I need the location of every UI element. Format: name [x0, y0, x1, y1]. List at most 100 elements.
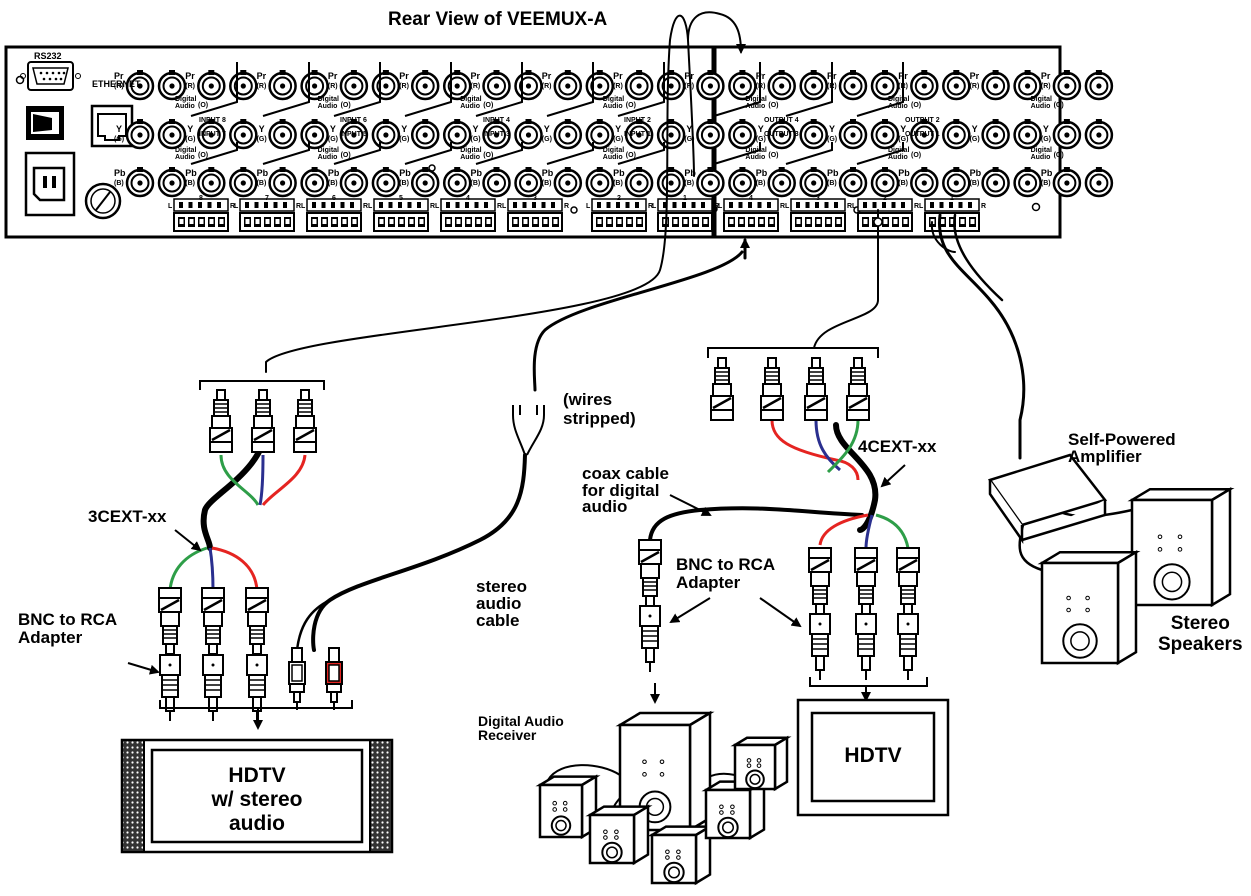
bnc-jack-icon[interactable] [1084, 119, 1114, 150]
bnc-jack-icon[interactable] [157, 119, 187, 150]
audio-terminal-block-icon[interactable] [857, 198, 913, 232]
bnc-jack-icon[interactable] [157, 70, 187, 101]
bnc-jack-icon[interactable] [300, 167, 329, 198]
bnc-jack-icon[interactable] [624, 167, 654, 198]
bnc-jack-icon[interactable] [942, 70, 971, 101]
bnc-jack-icon[interactable] [410, 70, 440, 101]
bnc-jack-icon[interactable] [870, 70, 900, 101]
audio-terminal-block-icon[interactable] [790, 198, 846, 232]
bnc-jack-icon[interactable] [300, 119, 329, 150]
bnc-jack-icon[interactable] [482, 167, 511, 198]
bnc-jack-icon[interactable] [585, 119, 615, 150]
bnc-jack-icon[interactable] [728, 119, 757, 150]
bnc-jack-icon[interactable] [728, 70, 757, 101]
bnc-jack-icon[interactable] [870, 167, 900, 198]
audio-terminal-block-icon[interactable] [306, 198, 362, 232]
ethernet-label: ETHERNET [92, 79, 141, 89]
bnc-jack-icon[interactable] [268, 70, 297, 101]
bnc-jack-icon[interactable] [799, 167, 828, 198]
bnc-jack-icon[interactable] [838, 167, 868, 198]
bnc-jack-icon[interactable] [696, 167, 725, 198]
bnc-jack-icon[interactable] [371, 167, 401, 198]
audio-r-label: R [847, 203, 853, 210]
bnc-jack-icon[interactable] [656, 167, 686, 198]
bnc-jack-icon[interactable] [942, 167, 971, 198]
bnc-jack-icon[interactable] [910, 119, 939, 150]
bnc-plugs [158, 357, 920, 721]
bnc-jack-icon[interactable] [1052, 167, 1082, 198]
audio-terminal-block-icon[interactable] [239, 198, 295, 232]
bnc-jack-icon[interactable] [410, 167, 440, 198]
bnc-jack-icon[interactable] [1013, 167, 1042, 198]
bnc-jack-icon[interactable] [410, 119, 440, 150]
bnc-plug-icon [804, 357, 828, 421]
bnc-jack-icon[interactable] [268, 167, 297, 198]
bnc-jack-icon[interactable] [799, 119, 828, 150]
bnc-jack-icon[interactable] [514, 167, 543, 198]
bnc-jack-icon[interactable] [339, 70, 369, 101]
bnc-jack-icon[interactable] [910, 167, 939, 198]
bnc-jack-icon[interactable] [482, 70, 511, 101]
bnc-jack-icon[interactable] [1052, 119, 1082, 150]
bnc-jack-icon[interactable] [624, 119, 654, 150]
bnc-rca-left-label: BNC to RCA Adapter [18, 610, 118, 647]
bnc-jack-icon[interactable] [268, 119, 297, 150]
audio-terminal-block-icon[interactable] [173, 198, 229, 232]
digital-audio-label: Digital Audio [602, 96, 625, 111]
bnc-jack-icon[interactable] [1084, 70, 1114, 101]
audio-terminal-block-icon[interactable] [440, 198, 496, 232]
bnc-jack-icon[interactable] [981, 167, 1010, 198]
audio-terminal-block-icon[interactable] [723, 198, 779, 232]
bnc-jack-icon[interactable] [157, 167, 187, 198]
bnc-jack-icon[interactable] [838, 70, 868, 101]
input-label-3: INPUT 3 [483, 131, 510, 138]
bnc-jack-icon[interactable] [767, 119, 796, 150]
bnc-jack-icon[interactable] [585, 167, 615, 198]
bnc-jack-icon[interactable] [553, 70, 583, 101]
bnc-jack-icon[interactable] [624, 70, 654, 101]
bnc-jack-icon[interactable] [339, 119, 369, 150]
bnc-jack-icon[interactable] [339, 167, 369, 198]
rca-adapter-icon [202, 654, 224, 721]
bnc-jack-icon[interactable] [1084, 167, 1114, 198]
bnc-jack-icon[interactable] [838, 119, 868, 150]
bnc-jack-icon[interactable] [197, 119, 226, 150]
bnc-jack-icon[interactable] [442, 167, 472, 198]
bnc-jack-icon[interactable] [125, 119, 155, 150]
bnc-jack-icon[interactable] [197, 167, 226, 198]
bnc-jack-icon[interactable] [1013, 70, 1042, 101]
audio-terminal-blocks [173, 198, 980, 232]
audio-r-label: R [296, 203, 302, 210]
bnc-jack-icon[interactable] [981, 119, 1010, 150]
bnc-jack-icon[interactable] [767, 70, 796, 101]
bnc-jack-icon[interactable] [767, 167, 796, 198]
audio-terminal-block-icon[interactable] [591, 198, 647, 232]
pointer-arrows [127, 464, 906, 675]
bnc-jack-icon[interactable] [229, 167, 258, 198]
bnc-jack-icon[interactable] [1052, 70, 1082, 101]
bnc-jack-icon[interactable] [125, 167, 155, 198]
bnc-jack-icon[interactable] [942, 119, 971, 150]
output-label-3: OUTPUT 3 [764, 131, 799, 138]
bnc-jack-icon[interactable] [442, 119, 472, 150]
bnc-jack-icon[interactable] [229, 119, 258, 150]
bnc-jack-icon[interactable] [197, 70, 226, 101]
bnc-jack-icon[interactable] [696, 119, 725, 150]
audio-terminal-block-icon[interactable] [373, 198, 429, 232]
bnc-jack-icon[interactable] [514, 119, 543, 150]
audio-terminal-block-icon[interactable] [507, 198, 563, 232]
bnc-jack-icon[interactable] [799, 70, 828, 101]
bnc-jack-icon[interactable] [125, 70, 155, 101]
bnc-jack-icon[interactable] [981, 70, 1010, 101]
bnc-jack-icon[interactable] [910, 70, 939, 101]
bnc-jack-icon[interactable] [482, 119, 511, 150]
bnc-jack-icon[interactable] [371, 119, 401, 150]
y-label: Y [472, 124, 479, 134]
bnc-jack-icon[interactable] [553, 167, 583, 198]
bnc-jack-icon[interactable] [696, 70, 725, 101]
bnc-jack-icon[interactable] [553, 119, 583, 150]
audio-terminal-block-icon[interactable] [924, 198, 980, 232]
bnc-jack-icon[interactable] [728, 167, 757, 198]
bnc-jack-icon[interactable] [870, 119, 900, 150]
bnc-jack-icon[interactable] [1013, 119, 1042, 150]
